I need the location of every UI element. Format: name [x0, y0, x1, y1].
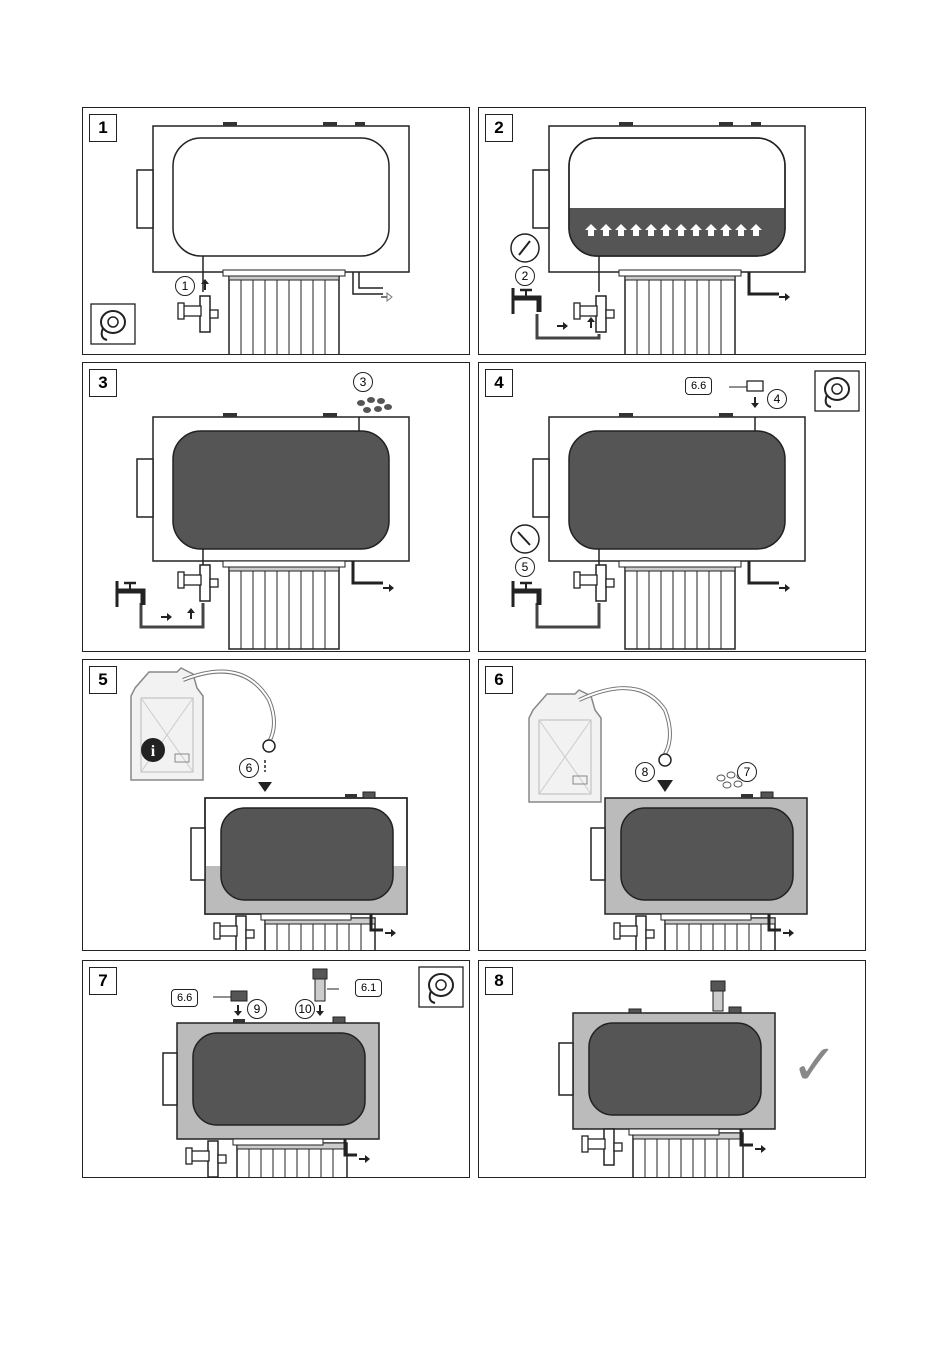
callout-10: 10: [295, 999, 315, 1019]
step-panel-7: 7 6.6 9 10 6.1: [82, 960, 470, 1178]
part-label-6-6: 6.6: [171, 989, 198, 1007]
callout-7: 7: [737, 762, 757, 782]
step-3-illustration: [83, 363, 470, 652]
step-6-illustration: [479, 660, 866, 951]
step-number: 7: [89, 967, 117, 995]
step-panel-1: 1 1: [82, 107, 470, 355]
step-panel-2: 2 2: [478, 107, 866, 355]
callout-3: 3: [353, 372, 373, 392]
callout-5: 5: [515, 557, 535, 577]
step-panel-8: 8 ✓: [478, 960, 866, 1178]
step-2-illustration: [479, 108, 866, 355]
step-number: 3: [89, 369, 117, 397]
callout-2: 2: [515, 266, 535, 286]
step-panel-5: i 5 6: [82, 659, 470, 951]
part-label-6-6: 6.6: [685, 377, 712, 395]
step-4-illustration: [479, 363, 866, 652]
step-panel-4: 4 6.6 4 5: [478, 362, 866, 652]
callout-1: 1: [175, 276, 195, 296]
step-7-illustration: [83, 961, 470, 1178]
svg-text:i: i: [151, 743, 156, 760]
part-label-6-1: 6.1: [355, 979, 382, 997]
step-number: 2: [485, 114, 513, 142]
step-number: 1: [89, 114, 117, 142]
callout-9: 9: [247, 999, 267, 1019]
callout-8: 8: [635, 762, 655, 782]
step-number: 8: [485, 967, 513, 995]
step-number: 4: [485, 369, 513, 397]
check-icon: ✓: [791, 1033, 838, 1098]
step-5-illustration: i: [83, 660, 470, 951]
step-1-illustration: [83, 108, 470, 355]
step-number: 5: [89, 666, 117, 694]
step-panel-6: 6 8 7: [478, 659, 866, 951]
callout-4: 4: [767, 389, 787, 409]
step-panel-3: 3 3: [82, 362, 470, 652]
callout-6: 6: [239, 758, 259, 778]
step-number: 6: [485, 666, 513, 694]
